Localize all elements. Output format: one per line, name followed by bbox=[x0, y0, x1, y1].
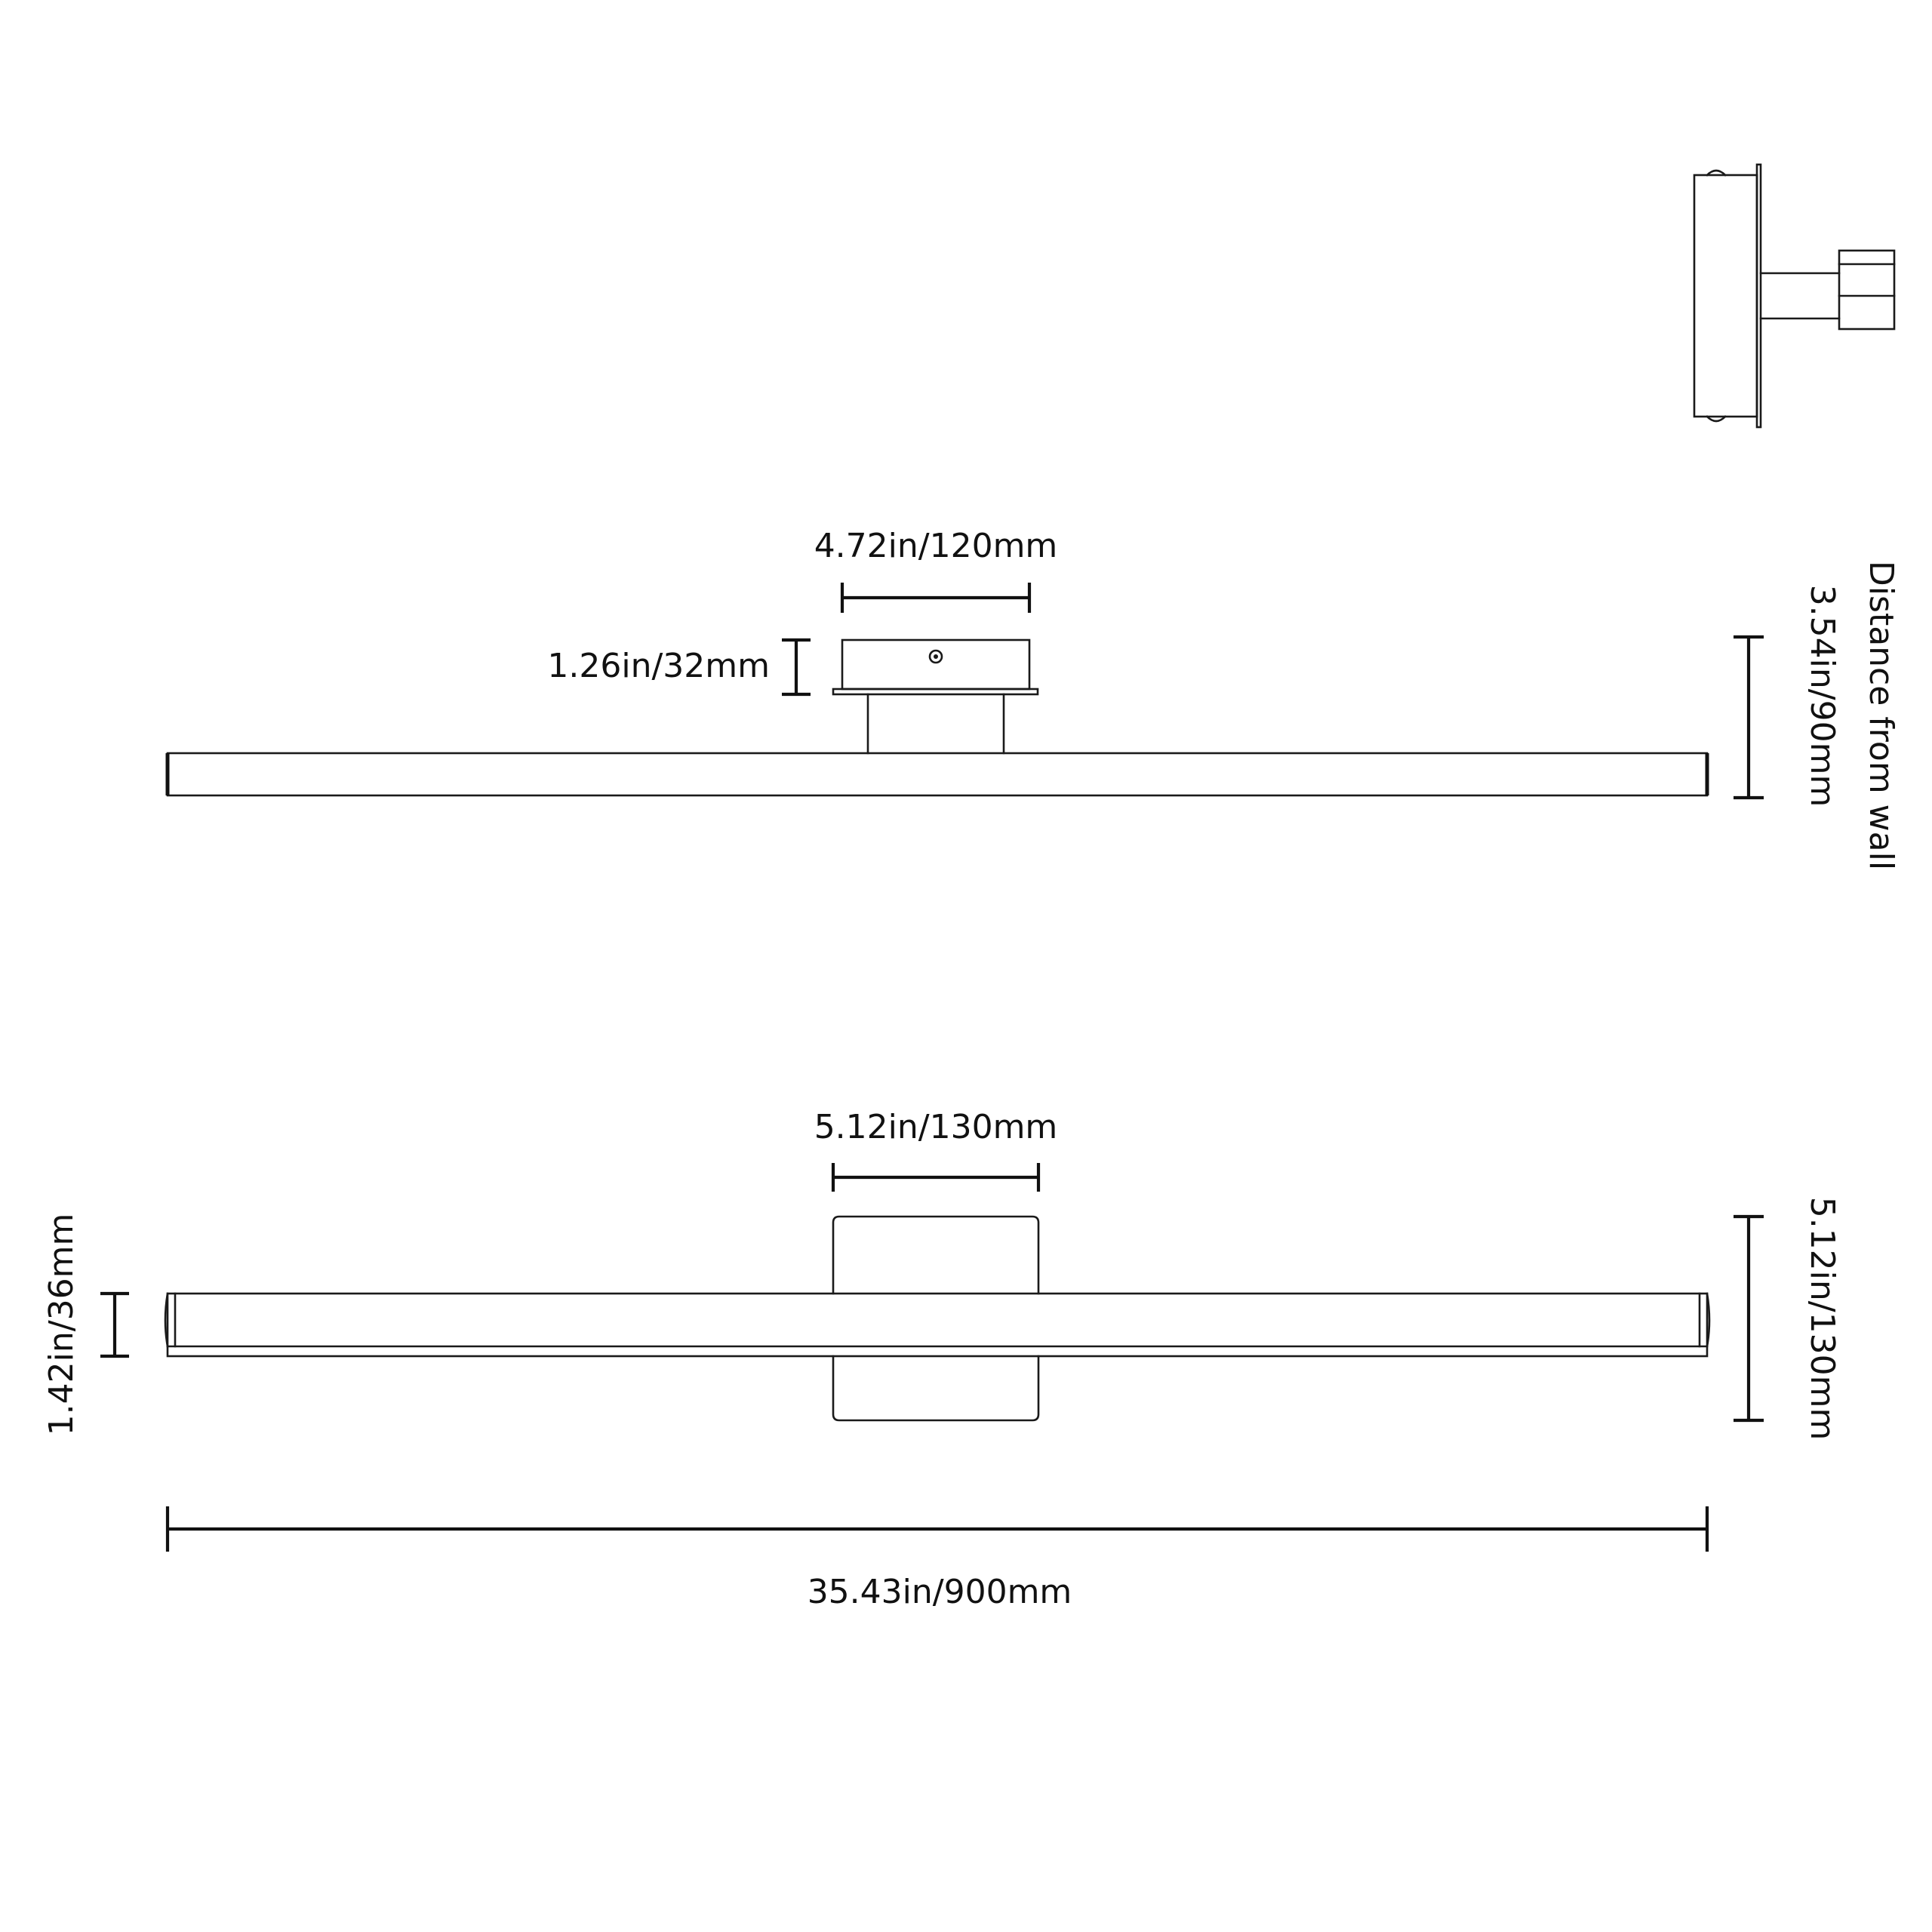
end-view-plate bbox=[1755, 163, 1762, 429]
front-view: 5.12in/130mm 1.42in/36mm 5.12in/130mm 35… bbox=[42, 1108, 1841, 1611]
dimension-side-base-width bbox=[840, 583, 1032, 613]
label-distance-from-wall-value: 3.54in/90mm bbox=[1803, 585, 1841, 808]
top-view-bar bbox=[166, 752, 1709, 797]
label-side-base-width: 4.72in/120mm bbox=[814, 527, 1058, 565]
dimension-side-base-height bbox=[782, 638, 811, 697]
label-front-base-width: 5.12in/130mm bbox=[814, 1108, 1058, 1146]
label-side-base-height: 1.26in/32mm bbox=[547, 647, 770, 685]
screw-center bbox=[934, 654, 938, 659]
end-view-top-nub bbox=[1706, 169, 1727, 177]
dimension-total-length bbox=[165, 1506, 1709, 1552]
front-view-bar bbox=[166, 1292, 1709, 1358]
end-view bbox=[1693, 163, 1896, 429]
label-front-bar-height: 1.42in/36mm bbox=[42, 1214, 81, 1436]
label-distance-from-wall: Distance from wall bbox=[1862, 561, 1900, 870]
label-front-base-height: 5.12in/130mm bbox=[1803, 1197, 1841, 1441]
front-view-left-end bbox=[164, 1292, 169, 1348]
end-view-bottom-nub bbox=[1706, 415, 1727, 423]
dimension-front-base-height bbox=[1734, 1214, 1764, 1423]
label-total-length: 35.43in/900mm bbox=[808, 1573, 1072, 1611]
front-view-base-top bbox=[832, 1215, 1040, 1295]
front-view-base-bottom bbox=[832, 1355, 1040, 1422]
top-view: 4.72in/120mm 1.26in/32mm 3.54in/90mm Dis… bbox=[165, 527, 1900, 870]
end-view-bar bbox=[1693, 174, 1758, 418]
screw-icon bbox=[928, 649, 943, 664]
dimension-front-bar-height bbox=[100, 1291, 129, 1358]
top-view-plate bbox=[832, 688, 1039, 696]
front-view-right-end bbox=[1706, 1292, 1711, 1348]
top-view-base bbox=[841, 638, 1031, 691]
end-view-mount bbox=[1838, 249, 1896, 331]
dimension-front-base-width bbox=[831, 1163, 1041, 1192]
dimension-distance-from-wall bbox=[1734, 635, 1764, 800]
